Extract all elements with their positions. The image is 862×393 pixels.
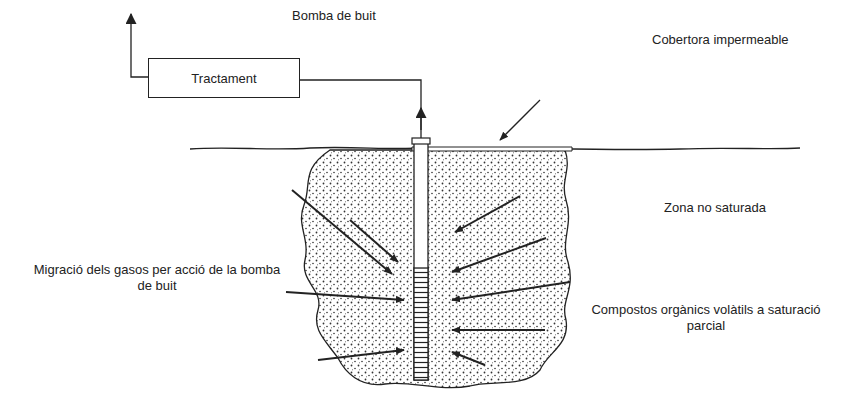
flow-arrow [420,108,421,130]
well-casing [414,140,428,380]
well-screen [414,268,428,380]
box-text: Tractament [191,71,256,86]
treatment-box: Tractament [148,58,300,98]
contaminated-soil [301,150,570,388]
suction-pipe [300,80,421,138]
cover-leader [500,100,540,140]
cover-label: Cobertora impermeable [650,32,834,48]
gas-migration-arrows [286,190,570,365]
compounds-label: Compostos orgànics volàtils a saturació … [584,302,828,334]
pump-label: Bomba de buit [290,8,424,24]
migration-label: Migració dels gasos per acció de la bomb… [30,262,284,294]
zone-label: Zona no saturada [662,200,816,216]
exhaust-pipe [131,14,148,77]
well-cap [412,138,430,144]
impermeable-cover [412,147,572,151]
